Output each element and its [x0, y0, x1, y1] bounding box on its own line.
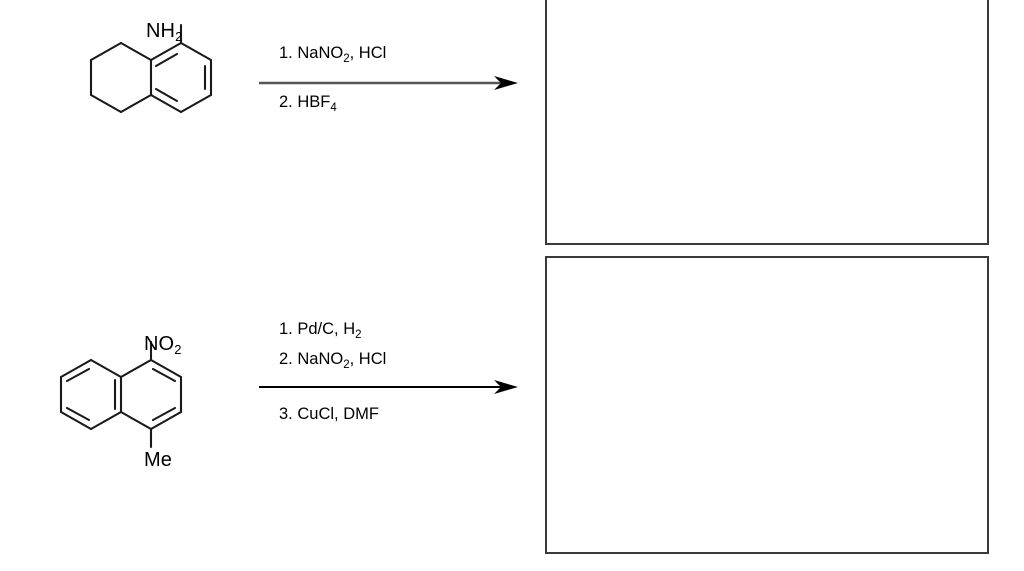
reagent-line-1-step-1: 1. NaNO2, HCl	[279, 44, 387, 65]
product-answer-box-2[interactable]	[545, 256, 989, 554]
reactant-structure-methylnitronaphthalene	[45, 330, 230, 485]
reagent-line-2-step-3: 3. CuCl, DMF	[279, 405, 379, 423]
reagent-line-2-step-1: 1. Pd/C, H2	[279, 320, 362, 341]
reaction-arrow-2	[258, 378, 520, 396]
reactant-structure-tetrahydronaphthalenamine	[60, 15, 240, 200]
nitro-label: NO2	[144, 333, 182, 357]
reagent-line-1-step-2: 2. HBF4	[279, 93, 337, 114]
methyl-label: Me	[144, 449, 172, 471]
product-answer-box-1[interactable]	[545, 0, 989, 245]
amine-label: NH2	[146, 20, 183, 44]
reagent-line-2-step-2: 2. NaNO2, HCl	[279, 350, 387, 371]
reaction-arrow-1	[258, 74, 520, 92]
